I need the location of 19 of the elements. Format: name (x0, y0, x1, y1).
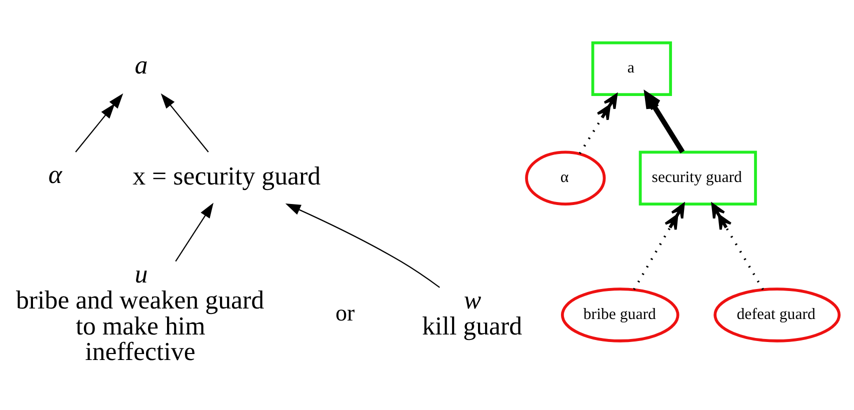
node-ellipse: bribe guard (560, 287, 680, 342)
node-box: security guard (638, 150, 757, 205)
arrow (160, 92, 209, 152)
arrow (578, 93, 618, 154)
node-text: u bribe and weaken guard to make him ineffective (16, 258, 264, 366)
node-text: x = security guard (132, 160, 321, 190)
node-ellipse: defeat guard (714, 287, 841, 342)
node-box: a (591, 40, 672, 96)
arrow (633, 202, 685, 290)
node-text: w kill guard (422, 284, 522, 340)
node-text: α (48, 160, 62, 189)
label: or (335, 298, 355, 325)
arrow (175, 202, 214, 262)
arrow (285, 203, 440, 288)
arrow (75, 92, 124, 152)
arrow (644, 92, 685, 153)
node-ellipse: α (525, 150, 606, 205)
node-text: a (134, 50, 148, 80)
arrow (711, 202, 764, 290)
